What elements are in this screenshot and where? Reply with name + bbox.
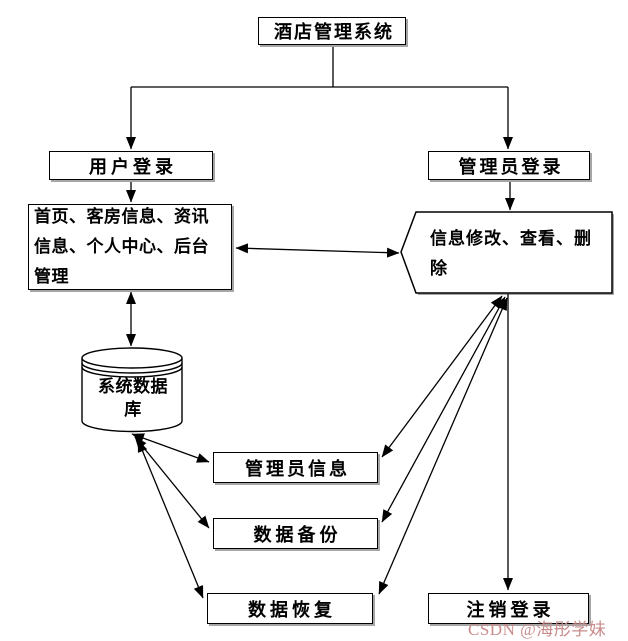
node-user-login: 用户登录 [49, 151, 213, 180]
node-database-label: 系统数据库 [98, 377, 168, 419]
admin-functions-pentagon [400, 211, 613, 294]
node-label: 注销登录 [466, 599, 555, 620]
node-hotel-management-system: 酒店管理系统 [258, 17, 406, 45]
node-user-functions: 首页、客房信息、资讯信息、个人中心、后台管理 [28, 204, 232, 290]
node-label: 管理员登录 [458, 156, 564, 177]
edge-adminfunctions-databackup [381, 296, 506, 523]
node-label: 数据备份 [253, 524, 342, 545]
edge-database-databackup [134, 436, 210, 529]
edge-adminfunctions-datarestore [378, 297, 508, 595]
node-label: 数据恢复 [248, 599, 336, 620]
connector-group [126, 45, 515, 599]
node-label: 管理员信息 [245, 458, 350, 479]
edge-adminfunctions-admininfo [381, 295, 503, 458]
watermark: CSDN @海彤学妹 [468, 620, 607, 639]
node-data-restore: 数据恢复 [207, 593, 373, 624]
node-logout: 注销登录 [428, 593, 589, 624]
node-label: 用户登录 [89, 156, 177, 177]
node-label: 首页、客房信息、资讯信息、个人中心、后台管理 [34, 207, 209, 286]
database-cylinder [81, 347, 183, 433]
node-admin-info: 管理员信息 [213, 452, 378, 483]
node-admin-functions-label: 信息修改、查看、删除 [430, 229, 592, 278]
node-label: 酒店管理系统 [274, 22, 394, 42]
node-admin-login: 管理员登录 [428, 151, 590, 180]
node-data-backup: 数据备份 [213, 518, 378, 549]
edge-userfunctions-adminfunctions [235, 243, 400, 258]
edge-database-datarestore [137, 439, 204, 599]
